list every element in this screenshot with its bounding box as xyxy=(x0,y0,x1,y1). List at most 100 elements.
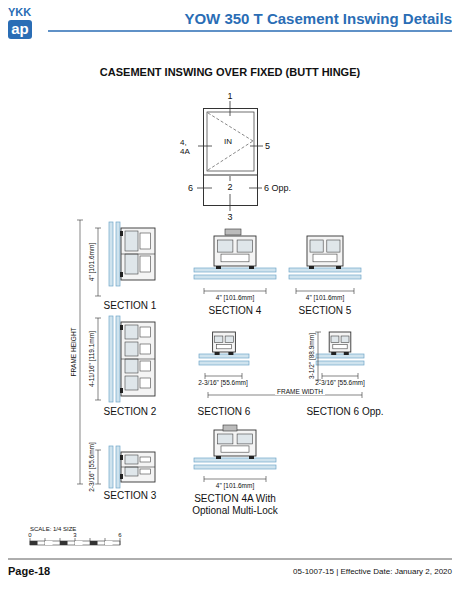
callout-number: 5 xyxy=(265,141,270,151)
frame-profile xyxy=(214,430,256,456)
dimension-line xyxy=(98,318,99,400)
subtitle: CASEMENT INSWING OVER FIXED (BUTT HINGE) xyxy=(100,66,360,79)
frame-profile xyxy=(121,228,155,280)
dimension-tick xyxy=(208,392,209,398)
dimension-tick xyxy=(266,288,267,294)
gasket xyxy=(249,456,254,459)
chamber xyxy=(140,469,150,474)
gasket xyxy=(216,266,221,269)
dimension-line xyxy=(204,291,266,292)
chamber xyxy=(125,376,138,390)
dimension: 4" [101.6mm] xyxy=(216,482,254,489)
chamber xyxy=(140,378,150,388)
chamber xyxy=(216,345,231,349)
section-cut xyxy=(230,194,231,211)
dimension: 4" [101.6mm] xyxy=(88,241,95,283)
dimension-line xyxy=(98,450,99,484)
callout-number: 1 xyxy=(227,91,232,101)
gasket xyxy=(120,325,123,330)
gasket xyxy=(344,352,349,355)
gasket xyxy=(120,388,123,393)
glass-pane xyxy=(116,222,120,286)
scale-number: 3 xyxy=(73,532,76,539)
scale-fill xyxy=(90,541,98,545)
glass-pane xyxy=(194,275,276,279)
handle xyxy=(225,229,241,235)
chamber xyxy=(140,361,150,371)
multi-lock xyxy=(223,425,237,431)
chamber xyxy=(221,446,249,452)
glass-pane xyxy=(109,316,113,402)
chamber xyxy=(125,231,138,251)
gasket xyxy=(215,352,220,355)
glass-pane xyxy=(194,465,276,469)
chamber xyxy=(218,434,233,444)
section-label: SECTION 4A With Optional Multi-Lock xyxy=(189,493,281,516)
dimension-line xyxy=(322,376,358,377)
gasket xyxy=(216,456,221,459)
section-cut xyxy=(197,188,212,189)
dimension-line xyxy=(296,291,354,292)
gasket xyxy=(120,272,123,277)
dimension-line xyxy=(205,376,242,377)
glass-pane xyxy=(116,316,120,402)
dimension-tick xyxy=(242,373,243,379)
chamber xyxy=(140,256,150,272)
dimension: 4" [101.6mm] xyxy=(216,294,254,301)
glass-pane xyxy=(199,354,249,358)
scale-bar xyxy=(30,541,120,545)
dimension: FRAME HEIGHT xyxy=(70,325,77,378)
gasket xyxy=(120,474,123,479)
gasket xyxy=(309,266,314,269)
scale-fill xyxy=(105,541,113,545)
dimension-tick xyxy=(204,476,205,482)
swing-line xyxy=(208,113,253,141)
glass-pane xyxy=(316,354,364,358)
chamber xyxy=(140,233,150,249)
chamber xyxy=(140,457,150,462)
section-label: SECTION 2 xyxy=(104,406,157,418)
document-number: 05-1007-15 | Effective Date: January 2, … xyxy=(293,567,452,576)
chamber xyxy=(125,455,138,464)
footer-rule xyxy=(8,559,452,560)
chamber xyxy=(215,336,223,343)
dimension-tick xyxy=(205,373,206,379)
dimension-tick xyxy=(204,288,205,294)
scale-fill xyxy=(60,541,68,545)
thermal-break xyxy=(121,359,155,360)
chamber xyxy=(125,359,138,373)
callout-number: 6 xyxy=(188,183,193,193)
dimension: 3-1/2" [88.9mm] xyxy=(308,331,315,381)
section-label: SECTION 3 xyxy=(104,490,157,502)
gasket xyxy=(336,266,341,269)
scale-number: 6 xyxy=(118,532,121,539)
chamber xyxy=(327,240,340,252)
section-cut xyxy=(230,176,231,181)
window-elevation: IN xyxy=(203,108,258,206)
dimension: FRAME WIDTH xyxy=(275,388,325,395)
chamber xyxy=(310,240,323,252)
sash-outline xyxy=(207,112,254,171)
frame-profile xyxy=(121,452,155,482)
dimension-tick xyxy=(296,288,297,294)
dimension: 2-3/16" [55.6mm] xyxy=(315,379,365,386)
scale-tick xyxy=(120,538,121,545)
dimension: 4-11/16" [119.1mm] xyxy=(88,329,95,389)
section-label: SECTION 5 xyxy=(299,305,352,317)
dimension-tick xyxy=(77,484,83,485)
chamber xyxy=(140,344,150,354)
section-label: SECTION 1 xyxy=(104,300,157,312)
chamber xyxy=(237,240,252,252)
dimension-tick xyxy=(95,484,101,485)
dimension-line xyxy=(204,479,266,480)
callout-number: 4, 4A xyxy=(180,138,197,156)
chamber xyxy=(331,336,339,343)
dimension-tick xyxy=(95,228,101,229)
glass-pane xyxy=(194,458,276,462)
dimension-tick xyxy=(95,318,101,319)
dimension-tick xyxy=(362,392,363,398)
thermal-break xyxy=(121,254,155,255)
glass-pane xyxy=(116,446,120,488)
glass-pane xyxy=(316,361,364,365)
chamber xyxy=(125,467,138,476)
